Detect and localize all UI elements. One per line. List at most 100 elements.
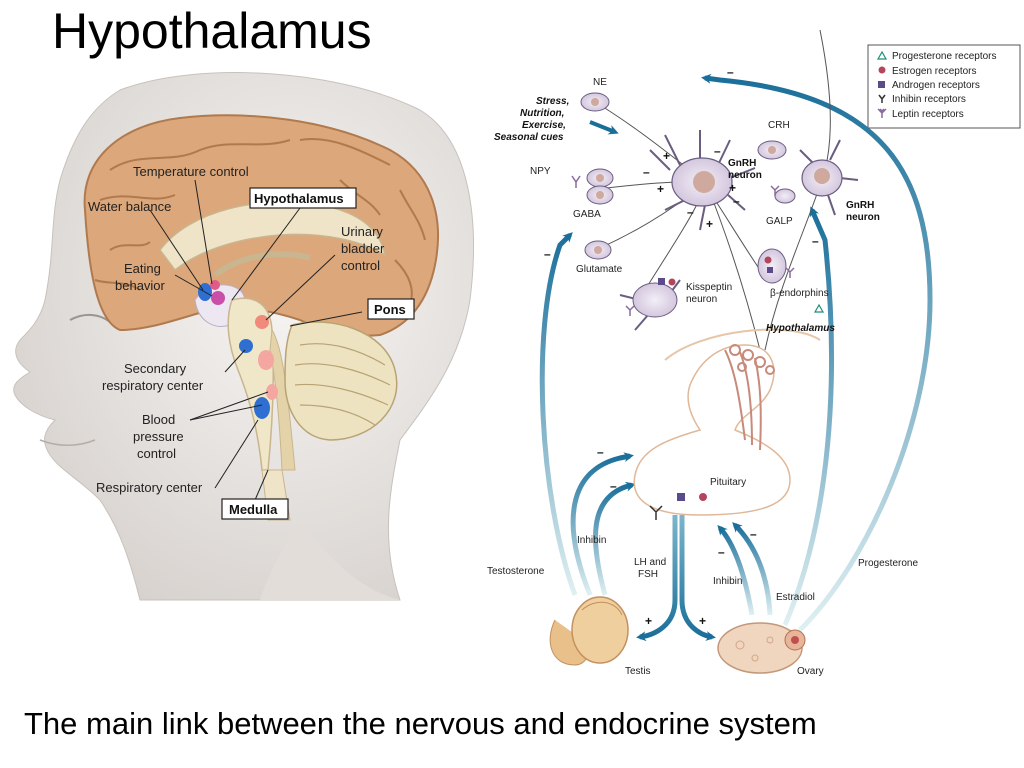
pituitary-gland — [633, 328, 821, 520]
label-blood-1: Blood — [142, 412, 175, 427]
label-temperature-control: Temperature control — [133, 164, 249, 179]
label-npy: NPY — [530, 166, 551, 177]
sign-minus-7: – — [597, 445, 604, 459]
lh-fsh-ovary-arrow — [679, 515, 716, 641]
y-receptor-icon — [878, 94, 886, 103]
label-inhibin-left: Inhibin — [577, 535, 606, 546]
label-hypothalamus: Hypothalamus — [254, 191, 344, 206]
receptor-legend: Progesterone receptors Estrogen receptor… — [867, 44, 1021, 129]
label-blood-2: pressure — [133, 429, 184, 444]
sign-minus-3: – — [733, 194, 740, 208]
sign-minus-1: – — [714, 144, 721, 158]
label-kisspeptin-2: neuron — [686, 294, 717, 305]
crh-neuron — [757, 140, 787, 160]
label-glutamate: Glutamate — [576, 264, 623, 275]
sign-minus-6: – — [544, 247, 551, 261]
sign-minus-5: – — [812, 234, 819, 248]
label-lh-2: FSH — [638, 569, 658, 580]
brain-illustration — [83, 114, 439, 521]
hypothalamus-progesterone-marker — [813, 303, 825, 313]
gnrh-neuron-right — [799, 139, 859, 216]
label-inhibin-right: Inhibin — [713, 576, 742, 587]
axis-labels: NE Stress, Nutrition, Exercise, Seasonal… — [487, 77, 918, 677]
testosterone-pituitary-arrow — [570, 452, 634, 596]
galp-neuron — [770, 185, 796, 204]
androgen-receptor-marker — [677, 493, 685, 501]
testosterone-hypothalamus-arrow — [539, 232, 578, 596]
label-urinary-3: control — [341, 258, 380, 273]
kisspeptin-neuron — [619, 278, 681, 331]
sign-minus-top: – — [727, 65, 734, 79]
slide-subtitle: The main link between the nervous and en… — [24, 706, 817, 741]
leptin-receptor-icon — [877, 108, 887, 118]
label-beta-endorphins: β-endorphins — [770, 288, 829, 299]
label-galp: GALP — [766, 216, 793, 227]
label-gnrh-1: GnRH — [728, 158, 756, 169]
slide-title: Hypothalamus — [52, 3, 372, 59]
progesterone-feedback-arrow — [701, 73, 933, 632]
label-crh: CRH — [768, 120, 790, 131]
ne-neuron — [580, 92, 610, 112]
label-stress-1: Stress, — [536, 96, 569, 107]
label-testis: Testis — [625, 666, 651, 677]
label-urinary-1: Urinary — [341, 224, 383, 239]
label-ovary: Ovary — [797, 666, 824, 677]
label-gnrh-right-2: neuron — [846, 212, 880, 223]
gnrh-neuron-central — [649, 130, 756, 231]
sign-minus-8: – — [610, 479, 617, 493]
square-icon — [878, 81, 885, 88]
label-stress-3: Exercise, — [522, 120, 566, 131]
medulla-box — [221, 498, 289, 520]
gaba-neuron — [586, 185, 614, 205]
label-kisspeptin-1: Kisspeptin — [686, 282, 732, 293]
legend-leptin: Leptin receptors — [892, 109, 964, 120]
label-eating-1: Eating — [124, 261, 161, 276]
label-progesterone: Progesterone — [858, 558, 918, 569]
pons-nucleus — [258, 350, 274, 370]
inhibin-receptor-marker — [649, 505, 663, 520]
label-hypothalamus-axis: Hypothalamus — [766, 323, 835, 334]
circle-icon — [878, 66, 886, 74]
label-testosterone: Testosterone — [487, 566, 545, 577]
label-gnrh-2: neuron — [728, 170, 762, 181]
label-pons: Pons — [374, 302, 406, 317]
sign-plus-5: + — [645, 614, 652, 628]
npy-neuron — [571, 168, 614, 188]
sign-plus-1: + — [663, 149, 670, 163]
hypothalamus-box — [249, 187, 357, 209]
stress-input-arrow — [589, 120, 619, 135]
label-secondary-2: respiratory center — [102, 378, 204, 393]
label-estradiol: Estradiol — [776, 592, 815, 603]
inhibin-ovary-arrow — [717, 524, 755, 616]
inhibin-testis-arrow — [593, 481, 636, 596]
label-ne: NE — [593, 77, 607, 88]
label-gnrh-right-1: GnRH — [846, 200, 874, 211]
label-urinary-2: bladder — [341, 241, 385, 256]
brain-leader-lines — [149, 179, 363, 501]
label-water-balance: Water balance — [88, 199, 171, 214]
eating-nucleus — [211, 291, 225, 305]
label-stress-2: Nutrition, — [520, 108, 564, 119]
legend-inhibin: Inhibin receptors — [892, 94, 966, 105]
beta-endorphin-neuron — [757, 248, 795, 284]
neurons — [571, 92, 859, 331]
legend-estrogen: Estrogen receptors — [892, 66, 977, 77]
label-pituitary: Pituitary — [710, 477, 746, 488]
pons-box — [367, 298, 415, 320]
legend-progesterone: Progesterone receptors — [892, 51, 997, 62]
label-respiratory-center: Respiratory center — [96, 480, 203, 495]
sign-plus-3: + — [729, 181, 736, 195]
label-eating-2: behavior — [115, 278, 166, 293]
urinary-nucleus — [255, 315, 269, 329]
sign-minus-4: – — [687, 205, 694, 219]
label-blood-3: control — [137, 446, 176, 461]
estrogen-receptor-marker — [699, 493, 707, 501]
brain-labels: Temperature control Water balance Hypoth… — [88, 164, 415, 520]
label-gaba: GABA — [573, 209, 601, 220]
sign-minus-2: – — [643, 165, 650, 179]
label-stress-4: Seasonal cues — [494, 132, 564, 143]
ovary-illustration — [717, 622, 806, 674]
triangle-icon — [876, 50, 888, 60]
label-secondary-1: Secondary — [124, 361, 187, 376]
